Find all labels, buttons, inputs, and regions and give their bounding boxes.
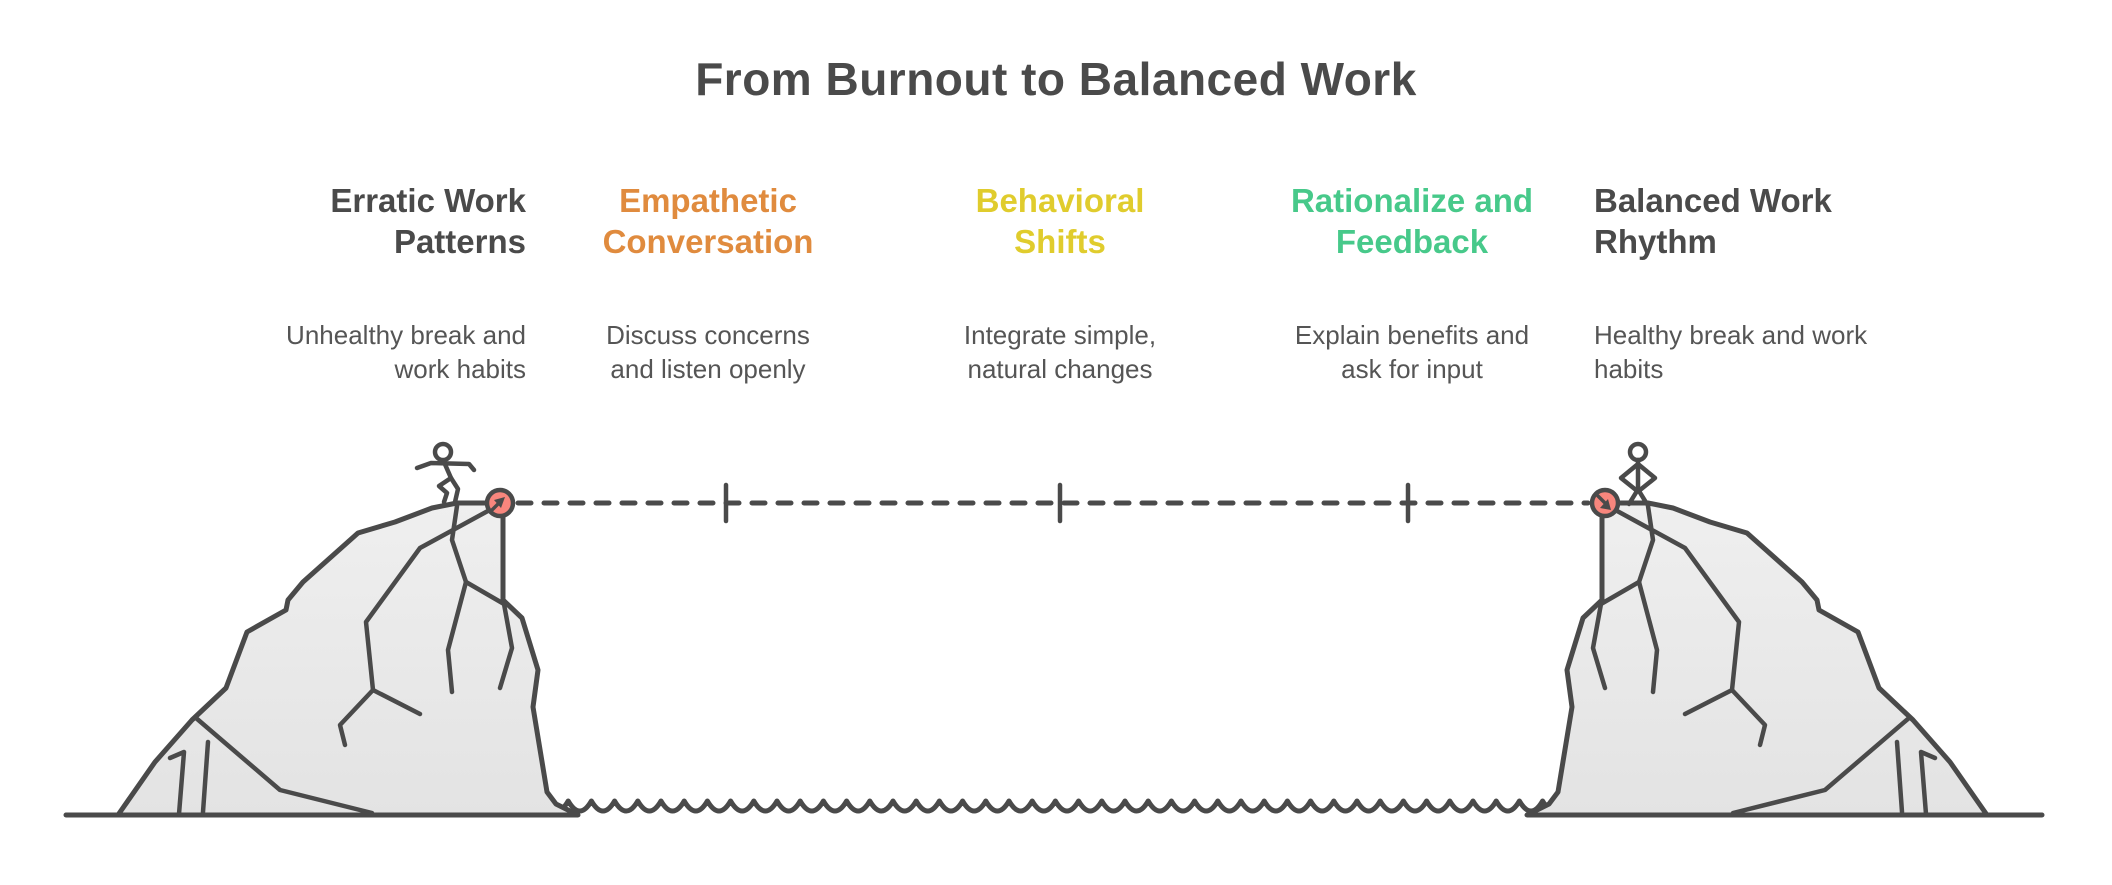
stage-description: Unhealthy break and work habits (286, 320, 526, 384)
stage-title: Erratic Work Patterns (330, 182, 526, 260)
diagram-title: From Burnout to Balanced Work (695, 53, 1417, 105)
stage-columns: Erratic Work Patterns Unhealthy break an… (180, 180, 1940, 386)
cliff-illustration (0, 420, 2112, 885)
stage-rationalize-and-feedback: Rationalize and Feedback Explain benefit… (1236, 180, 1588, 386)
stage-behavioral-shifts: Behavioral Shifts Integrate simple, natu… (884, 180, 1236, 386)
cliff-illustration-svg (63, 441, 2045, 818)
right-cliff (1527, 503, 1987, 815)
stage-empathetic-conversation: Empathetic Conversation Discuss concerns… (532, 180, 884, 386)
walking-stick-figure-icon (414, 441, 477, 505)
left-cliff (118, 503, 578, 815)
stage-balanced-work-rhythm: Balanced Work Rhythm Healthy break and w… (1588, 180, 1940, 386)
stage-title: Behavioral Shifts (975, 182, 1145, 260)
stage-title: Empathetic Conversation (602, 182, 814, 260)
water-wave-line (542, 798, 1615, 814)
end-point-marker (1589, 487, 1621, 519)
stage-description: Explain benefits and ask for input (1294, 320, 1530, 384)
stage-erratic-work-patterns: Erratic Work Patterns Unhealthy break an… (180, 180, 532, 386)
standing-stick-figure-icon (1618, 441, 1658, 507)
stage-description: Healthy break and work habits (1594, 320, 1868, 384)
start-point-marker (484, 487, 516, 519)
stage-description: Integrate simple, natural changes (963, 320, 1157, 384)
stage-description: Discuss concerns and listen openly (606, 320, 810, 384)
stage-title: Rationalize and Feedback (1290, 182, 1534, 260)
stage-title: Balanced Work Rhythm (1594, 182, 1832, 260)
